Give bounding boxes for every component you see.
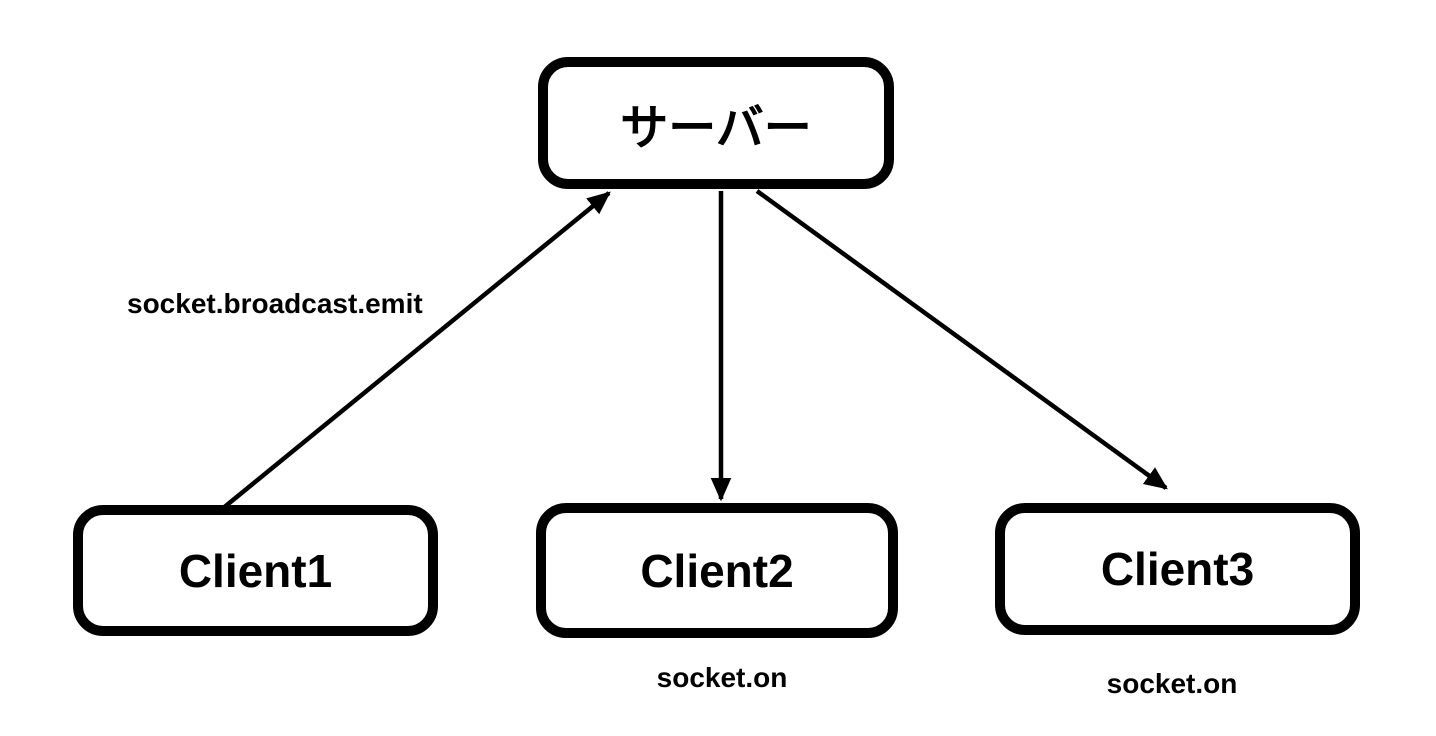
arrow-client1-to-server	[220, 191, 611, 511]
node-client2: Client2	[536, 503, 898, 638]
node-client2-label: Client2	[640, 544, 794, 597]
node-server-label: サーバー	[620, 102, 812, 155]
node-client1-label: Client1	[178, 544, 333, 597]
node-client1: Client1	[73, 505, 438, 636]
node-server: サーバー	[538, 57, 894, 189]
arrow-server-to-client3	[755, 189, 1168, 490]
caption-client3-socket-on: socket.on	[1106, 668, 1238, 699]
edge-label-socket-broadcast-emit: socket.broadcast.emit	[127, 288, 423, 319]
caption-client2-socket-on: socket.on	[656, 662, 788, 693]
node-client3-label: Client3	[1100, 543, 1255, 595]
node-client3: Client3	[995, 503, 1360, 635]
